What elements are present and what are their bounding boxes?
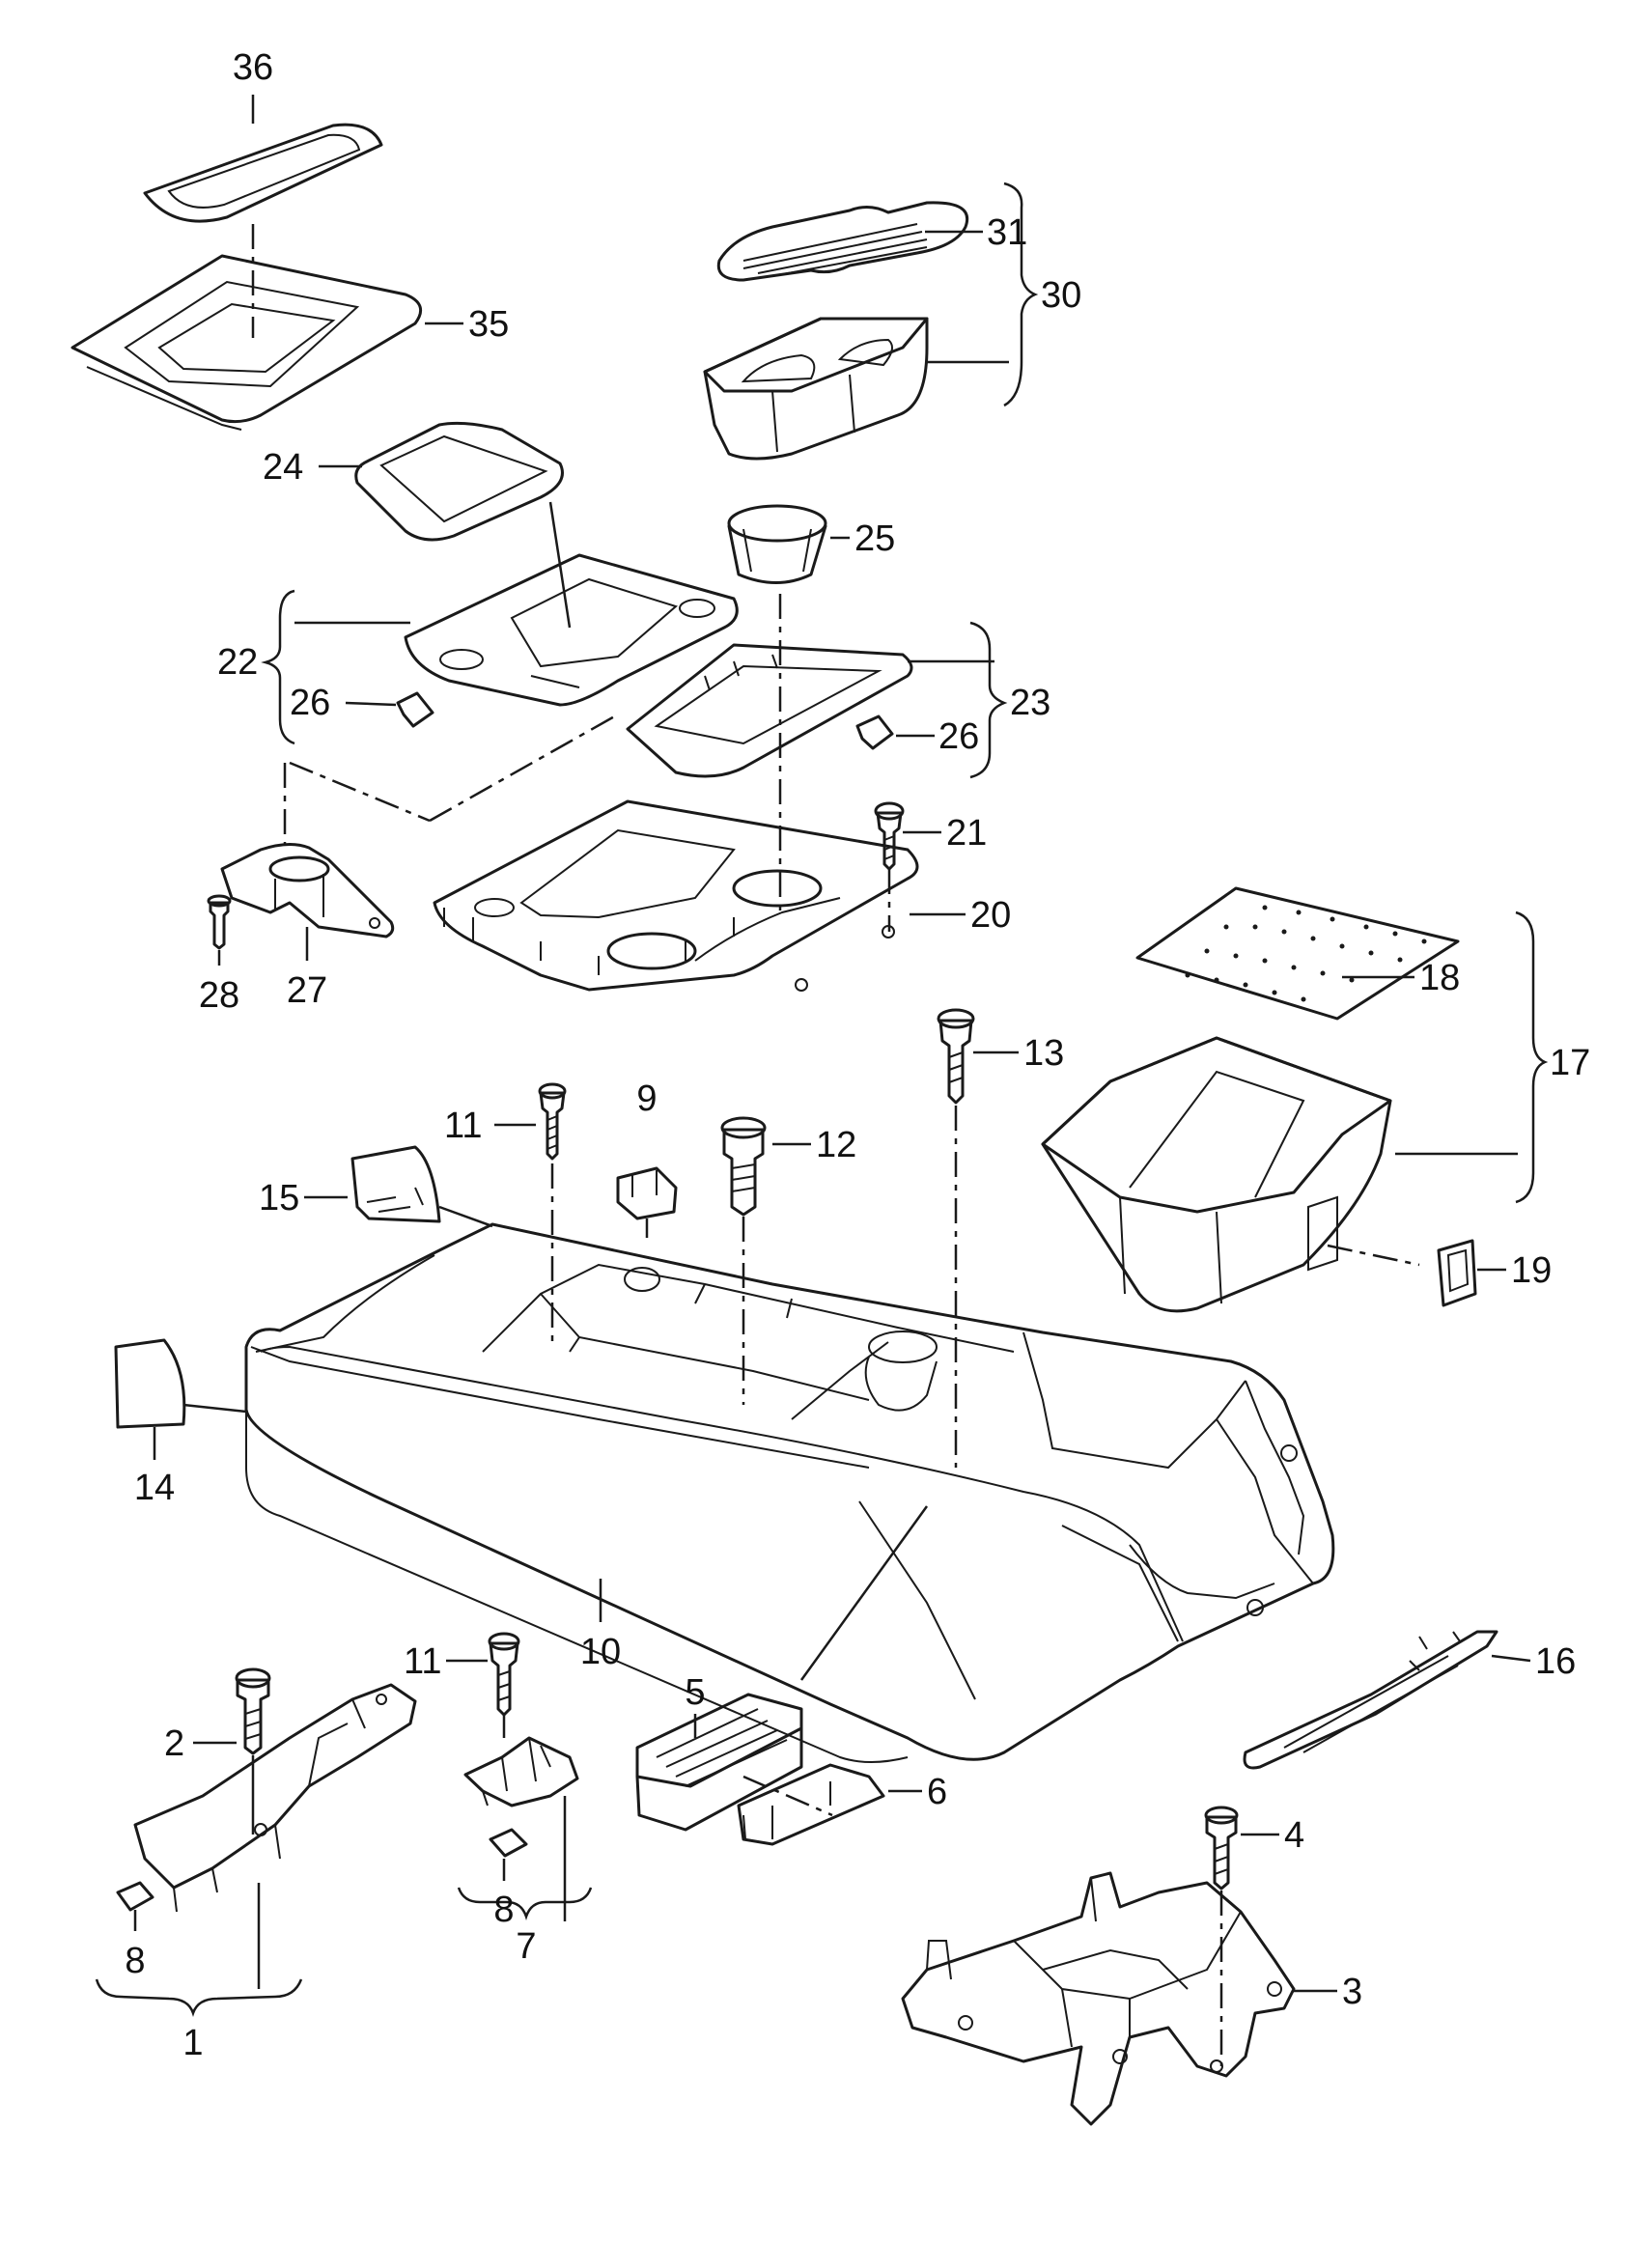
callout-6: 6 bbox=[927, 1772, 947, 1812]
part-7-bracket bbox=[463, 1736, 579, 1807]
part-11-screw-upper bbox=[538, 1082, 567, 1161]
part-4-bolt bbox=[1204, 1806, 1239, 1891]
callout-11-lower: 11 bbox=[404, 1641, 441, 1682]
callout-1: 1 bbox=[182, 2023, 203, 2063]
callout-labels: 36 35 31 30 24 25 22 26 23 26 21 20 28 2… bbox=[125, 47, 1590, 2063]
part-6-switch-module bbox=[737, 1763, 885, 1846]
callout-18: 18 bbox=[1419, 958, 1460, 998]
callout-27: 27 bbox=[287, 970, 327, 1011]
callout-16: 16 bbox=[1535, 1641, 1576, 1682]
callout-36: 36 bbox=[233, 47, 273, 88]
group-brackets bbox=[95, 182, 1549, 2017]
callout-30: 30 bbox=[1041, 275, 1081, 316]
callout-7: 7 bbox=[516, 1926, 536, 1967]
callout-8-middle: 8 bbox=[493, 1890, 514, 1930]
callout-24: 24 bbox=[263, 447, 303, 488]
part-31-rubber-mat bbox=[716, 201, 968, 282]
part-25-cup-ring bbox=[727, 504, 827, 584]
part-27-shifter-bracket bbox=[220, 843, 395, 938]
part-16-trim-strip bbox=[1243, 1630, 1498, 1770]
part-24-boot-frame bbox=[354, 421, 564, 542]
callout-8-left: 8 bbox=[125, 1941, 145, 1981]
bracket-23 bbox=[969, 621, 1008, 779]
callout-13: 13 bbox=[1023, 1033, 1064, 1074]
callout-28: 28 bbox=[199, 975, 239, 1016]
bracket-17 bbox=[1515, 910, 1549, 1204]
callout-22: 22 bbox=[217, 642, 258, 683]
part-26-clip-right bbox=[855, 714, 894, 750]
part-19-bin-lock bbox=[1437, 1239, 1477, 1307]
bracket-30 bbox=[1003, 182, 1039, 407]
callout-21: 21 bbox=[946, 813, 987, 854]
bracket-7 bbox=[457, 1887, 593, 1920]
callout-4: 4 bbox=[1284, 1815, 1304, 1856]
callout-31: 31 bbox=[987, 212, 1027, 253]
part-13-screw bbox=[937, 1008, 975, 1105]
callout-17: 17 bbox=[1550, 1043, 1590, 1083]
callout-11-upper: 11 bbox=[444, 1106, 482, 1146]
part-14-side-cap bbox=[114, 1338, 186, 1429]
callout-15: 15 bbox=[259, 1178, 299, 1219]
part-10-center-console bbox=[244, 1222, 1335, 1763]
part-1-mounting-bracket bbox=[133, 1683, 417, 1913]
part-22-left-trim bbox=[404, 553, 739, 707]
leader-lines bbox=[153, 95, 1531, 1993]
part-2-bolt bbox=[235, 1667, 271, 1755]
mat-dots bbox=[1185, 905, 1427, 1002]
part-36-trim-frame bbox=[143, 123, 383, 223]
callout-2: 2 bbox=[164, 1723, 184, 1764]
part-8-clip-nut-left bbox=[116, 1881, 154, 1912]
part-15-cover-plate bbox=[350, 1145, 441, 1223]
callout-23: 23 bbox=[1010, 683, 1050, 723]
part-23-right-trim bbox=[626, 643, 913, 778]
part-18-mat bbox=[1135, 886, 1460, 1021]
callout-26a: 26 bbox=[290, 683, 330, 723]
part-20-main-trim-panel bbox=[433, 799, 919, 992]
callout-5: 5 bbox=[685, 1672, 705, 1713]
part-17-storage-bin bbox=[1041, 1036, 1392, 1313]
callout-35: 35 bbox=[468, 304, 509, 345]
bracket-1 bbox=[95, 1978, 303, 2017]
callout-26b: 26 bbox=[938, 716, 979, 757]
part-35-shift-cover bbox=[70, 254, 423, 431]
part-8-clip-nut-middle bbox=[489, 1828, 528, 1858]
callout-25: 25 bbox=[854, 518, 895, 559]
callout-20: 20 bbox=[970, 895, 1011, 936]
part-11-screw-lower bbox=[488, 1632, 520, 1717]
part-21-screw bbox=[874, 801, 905, 871]
part-28-screw bbox=[207, 894, 232, 950]
callout-19: 19 bbox=[1511, 1250, 1552, 1291]
part-3-rear-bracket bbox=[901, 1871, 1296, 2126]
part-30-cup-holder-insert bbox=[703, 317, 929, 461]
callout-9: 9 bbox=[636, 1078, 657, 1119]
callout-12: 12 bbox=[816, 1125, 856, 1165]
callout-3: 3 bbox=[1342, 1972, 1362, 2012]
callout-10: 10 bbox=[580, 1632, 621, 1672]
bracket-22 bbox=[261, 589, 295, 745]
part-26-clip-left bbox=[396, 691, 434, 728]
part-5-switch-housing bbox=[635, 1693, 803, 1832]
part-9-clip bbox=[616, 1166, 678, 1220]
callout-14: 14 bbox=[134, 1468, 175, 1508]
part-12-screw bbox=[720, 1116, 767, 1217]
